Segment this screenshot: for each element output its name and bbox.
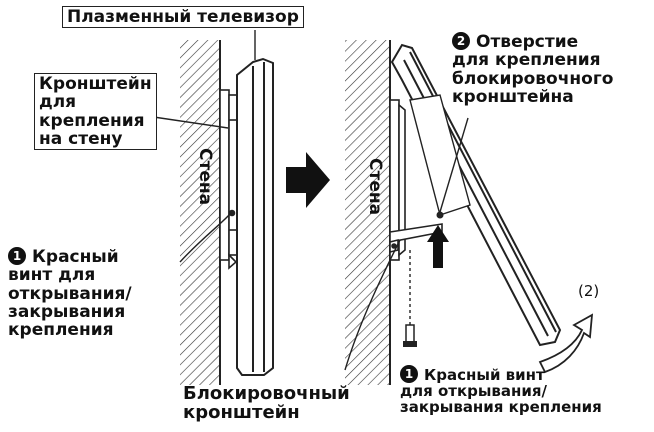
up-arrow-icon xyxy=(427,225,449,268)
right-tv-profile xyxy=(390,43,562,347)
right-leaders xyxy=(344,117,469,371)
left-tv-profile xyxy=(236,57,274,376)
locking-bracket-label: Блокировочный кронштейн xyxy=(183,383,350,424)
left-wall xyxy=(180,40,221,385)
left-wall-bracket xyxy=(219,89,238,270)
right-wall xyxy=(345,40,391,385)
red-screw-icon xyxy=(403,250,417,347)
right-arrow-icon xyxy=(286,152,330,208)
number-badge-icon: 2 xyxy=(452,32,470,50)
number-badge-icon: 1 xyxy=(8,247,26,265)
number-badge-icon: 1 xyxy=(400,365,418,383)
step-label: (2) xyxy=(578,282,600,300)
wall-label-left: Стена xyxy=(195,148,215,206)
tv-label: Плазменный телевизор xyxy=(62,6,304,29)
wall-bracket-label: Кронштейн для крепления на стену xyxy=(34,73,157,151)
wall-label-right: Стена xyxy=(365,158,385,216)
curved-arrow-icon xyxy=(538,313,594,374)
right-wall-bracket xyxy=(389,99,406,261)
